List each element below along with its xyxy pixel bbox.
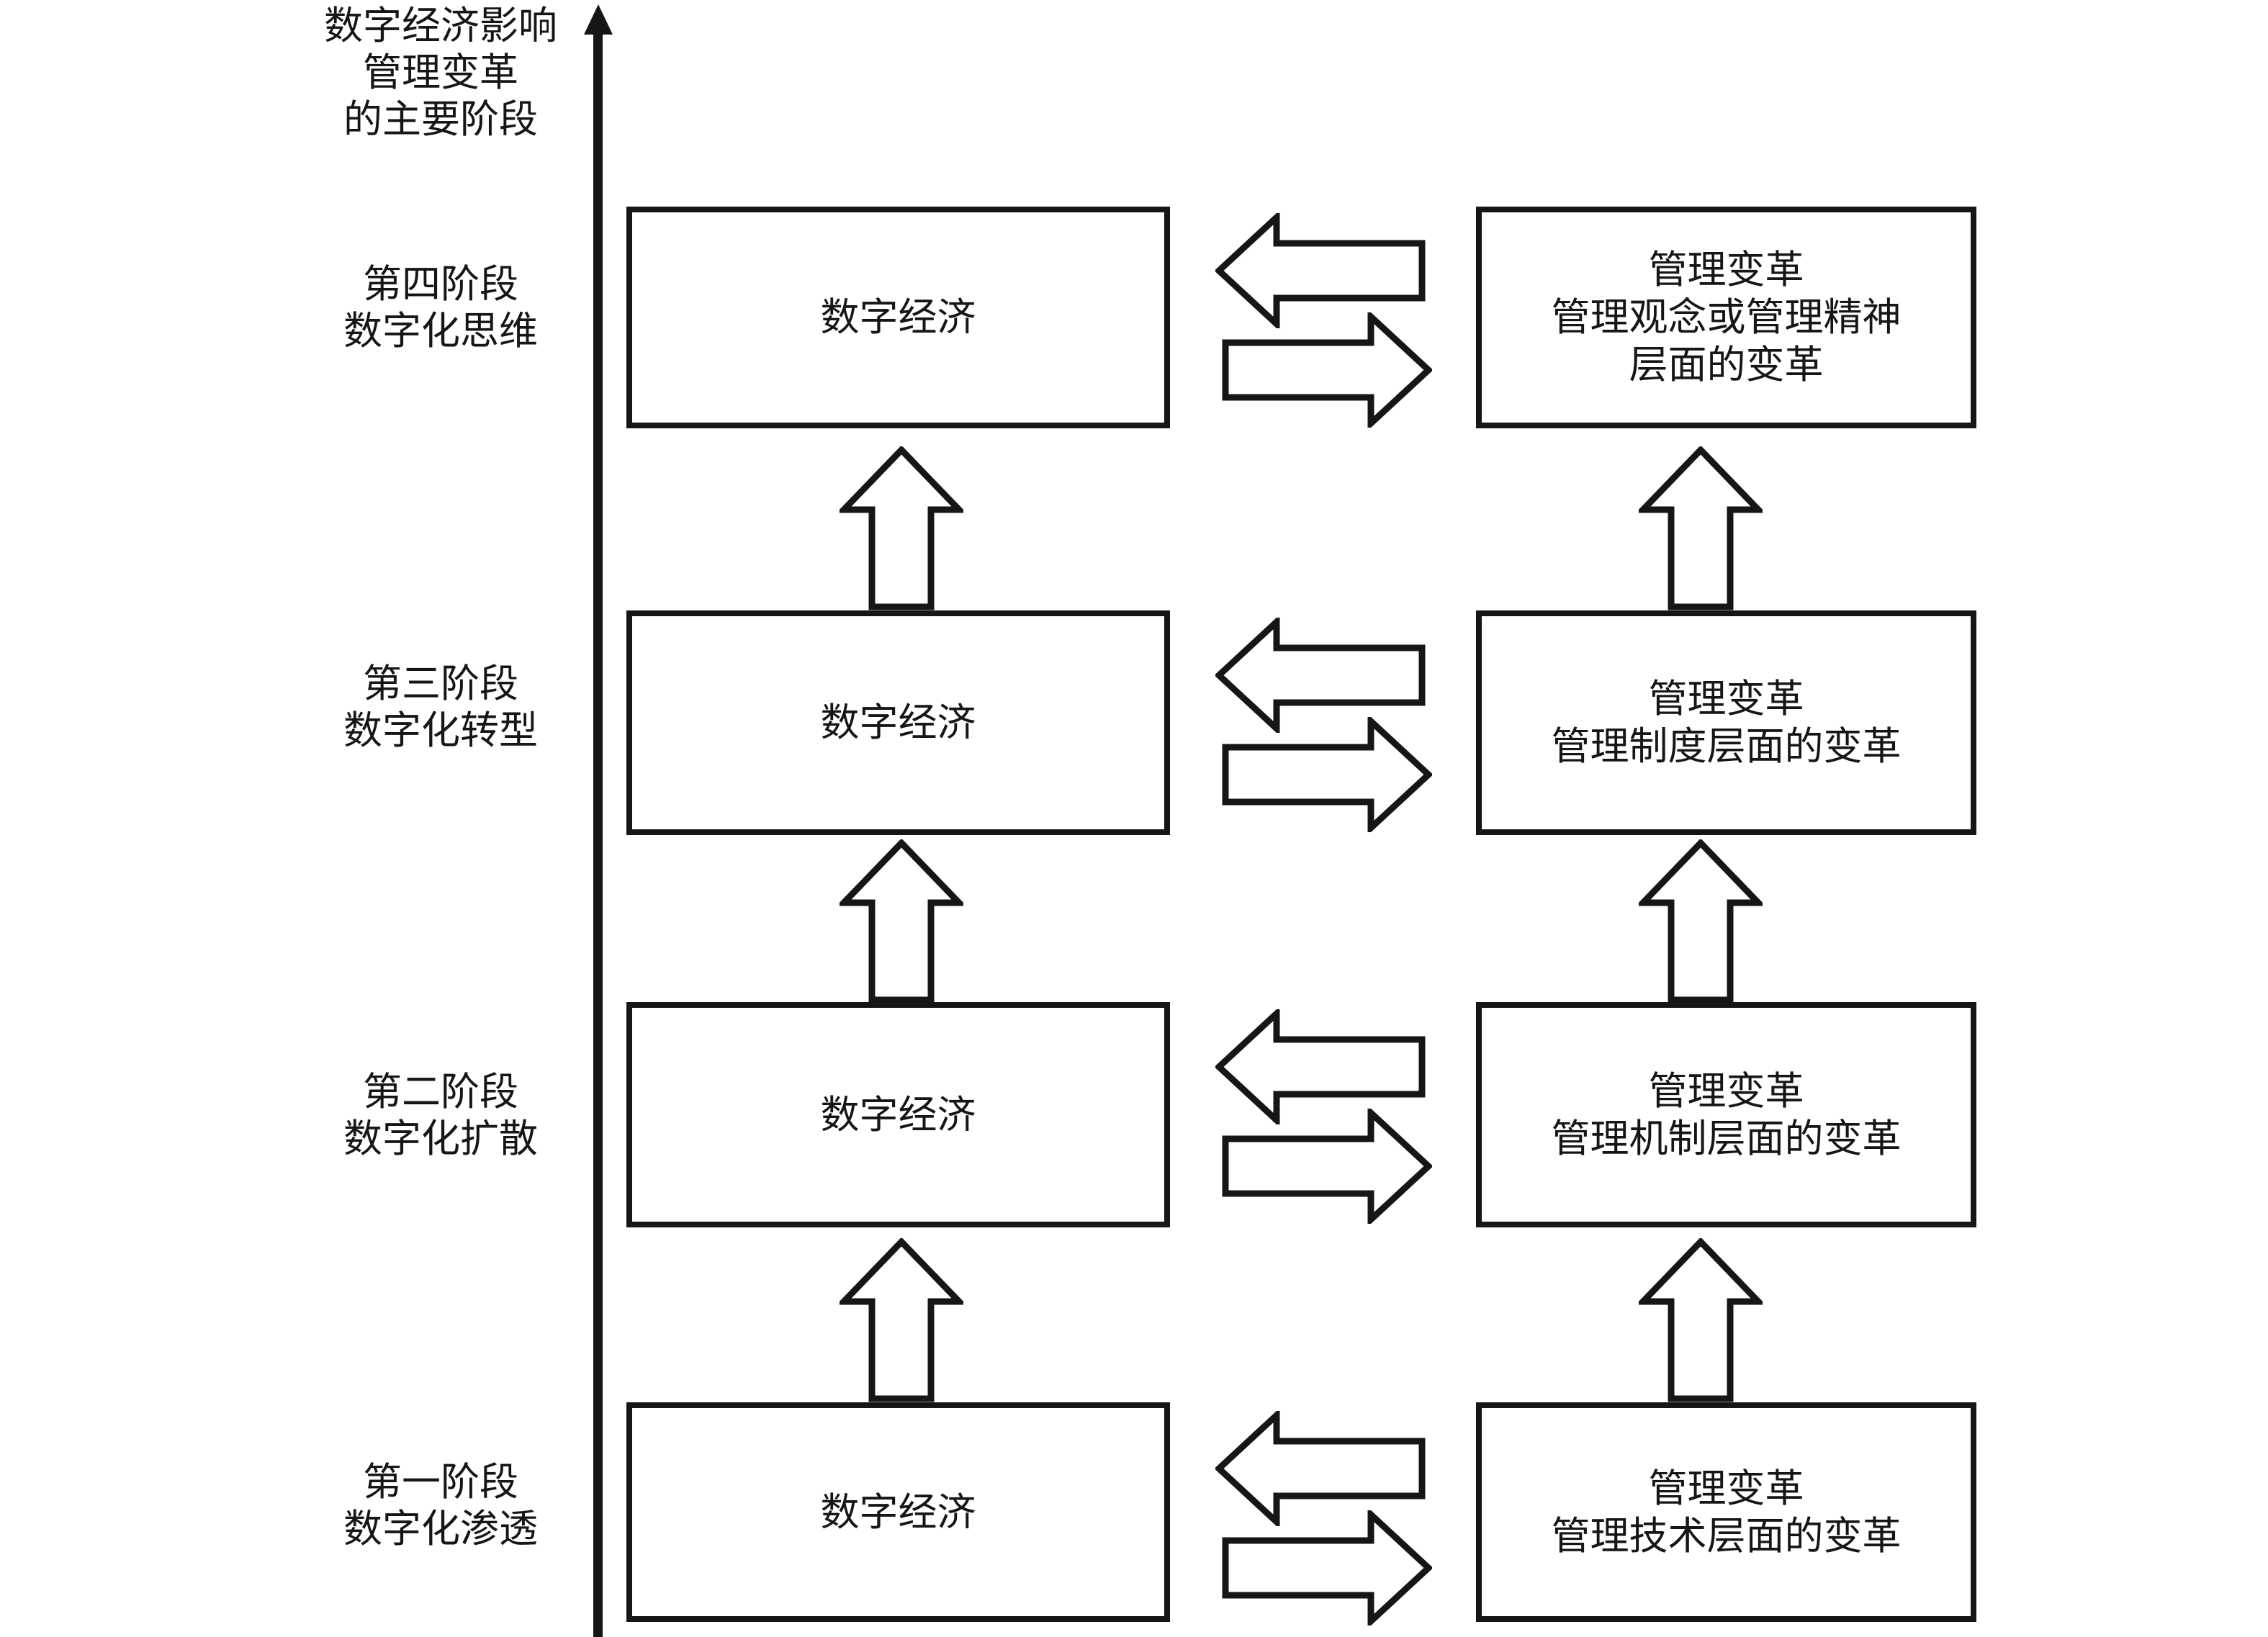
arrow-left-icon <box>1215 1009 1426 1124</box>
stage-label-3: 第三阶段 数字化转型 <box>253 661 628 754</box>
digital-economy-label: 数字经济 <box>820 1490 976 1534</box>
digital-economy-box-stage2: 数字经济 <box>626 1002 1170 1227</box>
management-change-line: 管理观念或管理精神 <box>1551 296 1902 339</box>
stage-label-line: 第三阶段 <box>363 662 518 705</box>
arrow-up-icon <box>840 446 963 610</box>
digital-economy-label: 数字经济 <box>820 296 976 339</box>
management-change-box-stage3: 管理变革 管理制度层面的变革 <box>1476 610 1976 835</box>
digital-economy-box-stage1: 数字经济 <box>626 1402 1170 1622</box>
stage-label-4: 第四阶段 数字化思维 <box>253 261 628 355</box>
arrow-right-icon <box>1222 1510 1432 1625</box>
management-change-box-stage1: 管理变革 管理技术层面的变革 <box>1476 1402 1976 1622</box>
arrow-left-icon <box>1215 618 1426 733</box>
management-change-line: 管理技术层面的变革 <box>1551 1514 1902 1558</box>
arrow-left-icon <box>1215 213 1426 328</box>
management-change-line: 管理变革 <box>1648 677 1804 721</box>
arrow-up-icon <box>840 1238 963 1402</box>
arrow-right-icon <box>1222 717 1432 832</box>
stage-label-line: 数字化思维 <box>343 310 538 353</box>
management-change-line: 管理变革 <box>1648 1466 1804 1510</box>
stage-label-1: 第一阶段 数字化渗透 <box>253 1459 628 1553</box>
management-change-box-stage4: 管理变革 管理观念或管理精神 层面的变革 <box>1476 207 1976 428</box>
stage-label-line: 数字化扩散 <box>343 1117 538 1160</box>
axis-title: 数字经济影响 管理变革 的主要阶段 <box>239 3 642 143</box>
arrow-left-icon <box>1215 1411 1426 1526</box>
axis-title-line: 数字经济影响 <box>324 4 557 48</box>
management-change-box-stage2: 管理变革 管理机制层面的变革 <box>1476 1002 1976 1227</box>
management-change-line: 管理变革 <box>1648 248 1804 292</box>
management-change-line: 层面的变革 <box>1629 343 1824 387</box>
digital-economy-box-stage3: 数字经济 <box>626 610 1170 835</box>
management-change-line: 管理机制层面的变革 <box>1551 1117 1902 1160</box>
arrow-up-icon <box>1639 1238 1763 1402</box>
management-change-line: 管理制度层面的变革 <box>1551 725 1902 768</box>
arrow-up-icon <box>1639 839 1763 1004</box>
arrow-up-icon <box>1639 446 1763 610</box>
digital-economy-label: 数字经济 <box>820 1093 976 1137</box>
digital-economy-box-stage4: 数字经济 <box>626 207 1170 428</box>
stage-label-line: 数字化渗透 <box>343 1507 538 1551</box>
stage-axis-line <box>593 30 603 1637</box>
axis-title-line: 的主要阶段 <box>343 98 538 141</box>
axis-title-line: 管理变革 <box>363 51 518 94</box>
digital-economy-label: 数字经济 <box>820 701 976 744</box>
management-change-line: 管理变革 <box>1648 1069 1804 1113</box>
stage-label-line: 数字化转型 <box>343 709 538 752</box>
arrow-right-icon <box>1222 1109 1432 1224</box>
arrow-right-icon <box>1222 312 1432 428</box>
stage-label-line: 第四阶段 <box>363 263 518 306</box>
stage-label-line: 第一阶段 <box>363 1461 518 1504</box>
axis-up-arrowhead-icon <box>584 4 613 35</box>
stage-label-line: 第二阶段 <box>363 1070 518 1114</box>
stage-label-2: 第二阶段 数字化扩散 <box>253 1069 628 1163</box>
arrow-up-icon <box>840 839 963 1004</box>
